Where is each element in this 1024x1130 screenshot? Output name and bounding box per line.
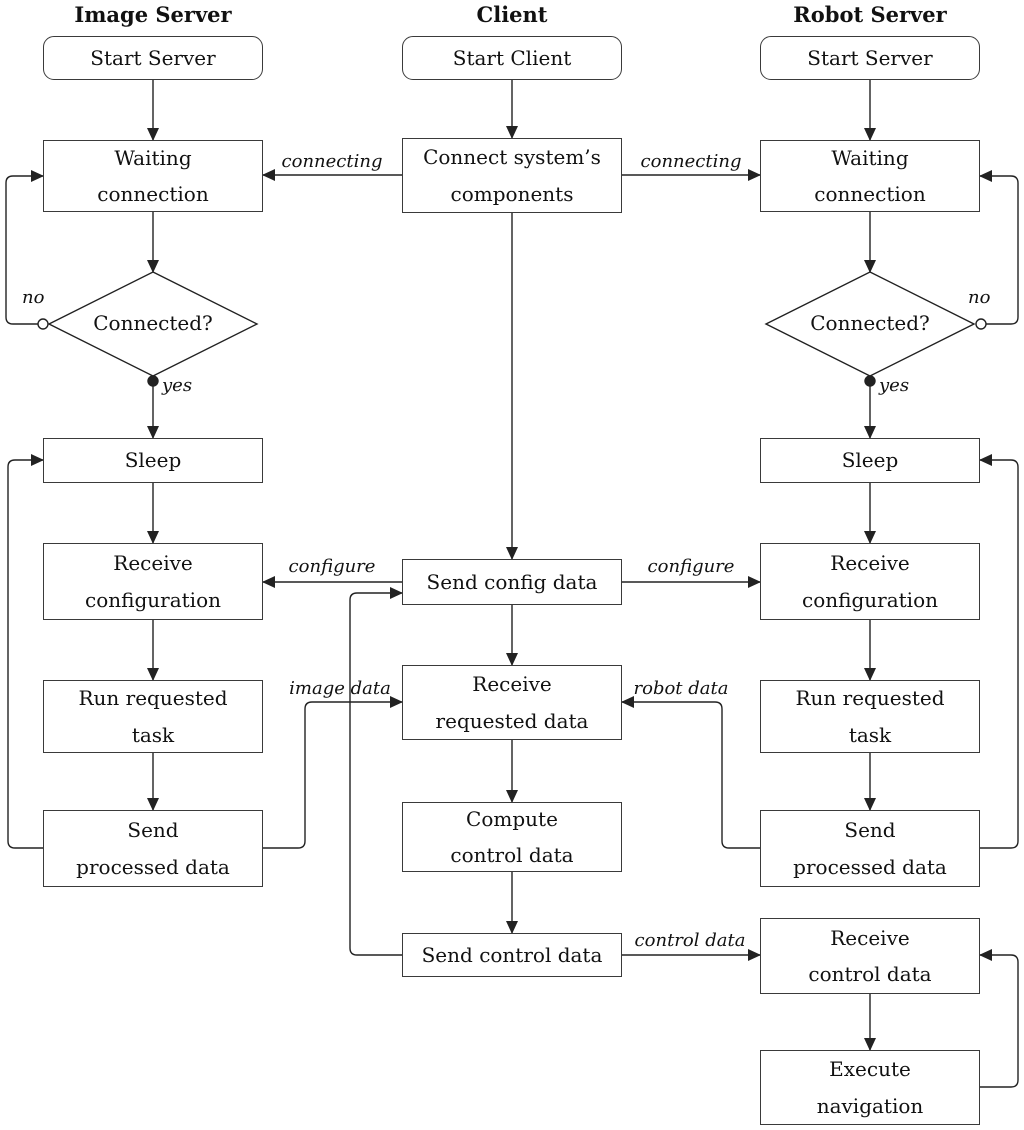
node-rob-receive-configuration: Receive configuration <box>760 543 980 620</box>
edge-label-connecting-left: connecting <box>281 151 383 172</box>
edge-robot-data <box>621 696 760 849</box>
edge-label-robot-data: robot data <box>633 678 729 699</box>
edge-execute-to-receive-control-loop <box>979 949 1019 1088</box>
yes-branch-dot-left <box>147 375 159 387</box>
node-cli-send-config-data: Send config data <box>402 559 622 605</box>
node-img-sleep: Sleep <box>43 438 263 483</box>
node-cli-start-client: Start Client <box>402 36 622 80</box>
column-title-client: Client <box>476 2 548 27</box>
node-cli-connect-components: Connect system’s components <box>402 138 622 213</box>
node-img-send-processed-data: Send processed data <box>43 810 263 887</box>
edge-label-no-left: no <box>22 287 45 308</box>
no-branch-circle-left <box>37 318 49 330</box>
edge-label-yes-right: yes <box>879 375 910 396</box>
node-rob-start-server: Start Server <box>760 36 980 80</box>
edge-label-connecting-right: connecting <box>640 151 742 172</box>
node-rob-send-processed-data: Send processed data <box>760 810 980 887</box>
yes-branch-dot-right <box>864 375 876 387</box>
edge-label-image-data: image data <box>289 678 391 699</box>
node-img-waiting-connection: Waiting connection <box>43 140 263 212</box>
node-cli-receive-requested-data: Receive requested data <box>402 665 622 740</box>
node-img-run-requested-task: Run requested task <box>43 680 263 753</box>
node-rob-receive-control-data: Receive control data <box>760 918 980 994</box>
edge-label-no-right: no <box>968 287 991 308</box>
node-rob-sleep: Sleep <box>760 438 980 483</box>
column-title-image-server: Image Server <box>74 2 232 27</box>
node-rob-run-requested-task: Run requested task <box>760 680 980 753</box>
edge-label-configure-left: configure <box>288 556 376 577</box>
node-cli-send-control-data: Send control data <box>402 933 622 977</box>
node-rob-connected-decision: Connected? <box>810 311 930 335</box>
edge-img-no-loop <box>5 170 44 325</box>
edge-img-send-processed-to-sleep-loop <box>7 454 44 849</box>
column-title-robot-server: Robot Server <box>793 2 947 27</box>
edge-label-control-data: control data <box>634 930 746 951</box>
node-img-start-server: Start Server <box>43 36 263 80</box>
edge-rob-no-loop <box>979 170 1019 325</box>
node-rob-execute-navigation: Execute navigation <box>760 1050 980 1125</box>
edge-send-control-to-send-config-loop <box>349 587 403 956</box>
edge-label-yes-left: yes <box>162 375 193 396</box>
node-cli-compute-control-data: Compute control data <box>402 802 622 872</box>
edge-label-configure-right: configure <box>647 556 735 577</box>
node-img-connected-decision: Connected? <box>93 311 213 335</box>
node-rob-waiting-connection: Waiting connection <box>760 140 980 212</box>
edge-rob-send-processed-to-sleep-loop <box>979 454 1019 849</box>
edge-image-data <box>263 696 403 849</box>
node-img-receive-configuration: Receive configuration <box>43 543 263 620</box>
no-branch-circle-right <box>975 318 987 330</box>
